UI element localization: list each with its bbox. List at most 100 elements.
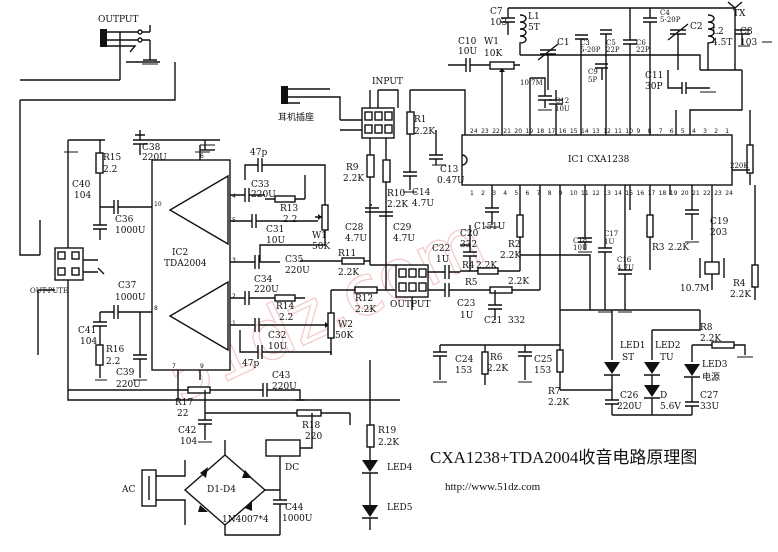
r4-mid: R4 2.2K — [460, 261, 520, 275]
c10-val: 10U — [458, 47, 477, 57]
c11-val: 30P — [645, 82, 663, 92]
crystal-ref: 10.7M — [680, 284, 709, 294]
l1-ref: L1 — [528, 12, 540, 22]
ic1-pin-bottom: 17 — [648, 190, 656, 197]
r11-val: 2.2K — [338, 268, 359, 278]
r8: R8 2.2K — [692, 323, 746, 355]
ic1-pin-top: 24 — [470, 128, 478, 135]
c9-ref: C9 — [588, 68, 598, 76]
c7-val: 103 — [490, 18, 507, 28]
r9-val: 2.2K — [343, 174, 364, 184]
ic1-pin-bottom: 8 — [548, 190, 552, 197]
c14-val: 4.7U — [412, 199, 434, 209]
ic2-part: TDA2004 — [164, 259, 207, 269]
p47b: 47p — [242, 359, 259, 369]
r15-val: 2.2 — [103, 165, 117, 175]
c42-val: 104 — [180, 437, 197, 447]
svg-text:4: 4 — [232, 193, 236, 200]
r2: R2 2.2K — [500, 185, 524, 271]
c32: C32 10U — [230, 318, 322, 352]
ic1-pin-bottom: 16 — [637, 190, 645, 197]
r1-ref: R1 — [414, 115, 427, 125]
d-val: 5.6V — [660, 402, 681, 412]
input-label: INPUT — [372, 77, 403, 87]
c7-ref: C7 — [490, 7, 503, 17]
c15: C15 1U — [474, 185, 506, 232]
l1-val: 5T — [528, 23, 540, 33]
c26-ref: C26 — [620, 391, 639, 401]
input-connector: INPUT 耳机插座 — [278, 77, 403, 139]
ic1-pin-bottom: 19 — [670, 190, 678, 197]
ic1-pin-bottom: 4 — [503, 190, 507, 197]
c12: C12 10U — [549, 90, 570, 135]
l2-val: 4.5T — [712, 38, 732, 48]
c21-ref: C21 — [484, 316, 502, 326]
r19: R19 2.2K — [349, 360, 399, 460]
w2-pot: W2 50K — [322, 290, 353, 355]
c9-val: 5P — [588, 76, 597, 84]
r14-ref: R14 — [276, 302, 295, 312]
ic1-pin-top: 11 — [614, 128, 622, 135]
r4-right: R4 2.2K — [730, 185, 759, 300]
earphone-jack — [281, 86, 288, 104]
c18-ref: C18 — [573, 237, 587, 245]
svg-text:10: 10 — [154, 201, 162, 208]
r15: R15 2.2 — [95, 140, 122, 207]
r9: R9 2.2K — [343, 138, 375, 265]
bridge-val: 1N4007*4 — [222, 515, 269, 525]
c6-ref: C6 — [636, 39, 646, 47]
r5-ref: R5 — [465, 278, 478, 288]
c22-ref: C22 — [432, 244, 450, 254]
c29-val: 4.7U — [393, 234, 415, 244]
c19-val: 203 — [710, 228, 727, 238]
r7: R7 2.2K — [548, 185, 569, 408]
c14-ref: C14 — [412, 188, 431, 198]
c1-ref: C1 — [557, 38, 570, 48]
c6: C6 22P — [623, 8, 650, 135]
l1: L1 5T — [519, 12, 540, 55]
ic1-pin-top: 3 — [703, 128, 707, 135]
diagram-title: CXA1238+TDA2004收音电路原理图 — [430, 448, 697, 467]
c37-ref: C37 — [118, 281, 137, 291]
c37-val: 1000U — [115, 293, 146, 303]
c12-ref: C12 — [555, 97, 569, 105]
c18: C18 10U — [573, 185, 592, 252]
led5-ref: LED5 — [387, 503, 413, 513]
r10-val: 2.2K — [387, 200, 408, 210]
w1l-val: 50K — [312, 242, 330, 252]
c38-val: 220U — [142, 153, 167, 163]
c19: C19 203 — [685, 185, 729, 240]
c2: C2 — [667, 22, 703, 70]
svg-text:2: 2 — [232, 293, 236, 300]
svg-text:8: 8 — [154, 305, 158, 312]
r7-val: 2.2K — [548, 398, 569, 408]
r18-ref: R18 — [302, 421, 321, 431]
r17: R17 22 — [68, 386, 255, 419]
ac-label: AC — [121, 485, 135, 495]
ground-symbols — [64, 41, 772, 443]
c16-val: 4.7U — [617, 264, 634, 272]
c15-ref: C15 — [474, 222, 493, 232]
ground-bus — [67, 139, 400, 401]
ac-input: AC — [121, 460, 186, 525]
ic1-pin-top: 20 — [514, 128, 522, 135]
c21-val: 332 — [508, 316, 525, 326]
ic1-pin-top: 7 — [659, 128, 663, 135]
r5-val: 2.2K — [508, 277, 529, 287]
ic1-pin-bottom: 7 — [537, 190, 541, 197]
c9: C9 5P — [588, 63, 608, 84]
w1-val: 10K — [484, 49, 502, 59]
c35-ref: C35 — [285, 255, 304, 265]
c35-val: 220U — [285, 266, 310, 276]
c27-val: 33U — [700, 402, 719, 412]
r18: R18 220 — [205, 409, 350, 442]
ic1-pin-bottom: 3 — [492, 190, 496, 197]
c10: C10 10U — [448, 37, 490, 72]
c7: C7 103 — [490, 7, 515, 35]
ic1-pin-bottom: 20 — [681, 190, 689, 197]
c39-ref: C39 — [116, 368, 135, 378]
r16-val: 2.2 — [106, 357, 120, 367]
r15-ref: R15 — [103, 153, 122, 163]
ic1-pin-top: 15 — [570, 128, 578, 135]
